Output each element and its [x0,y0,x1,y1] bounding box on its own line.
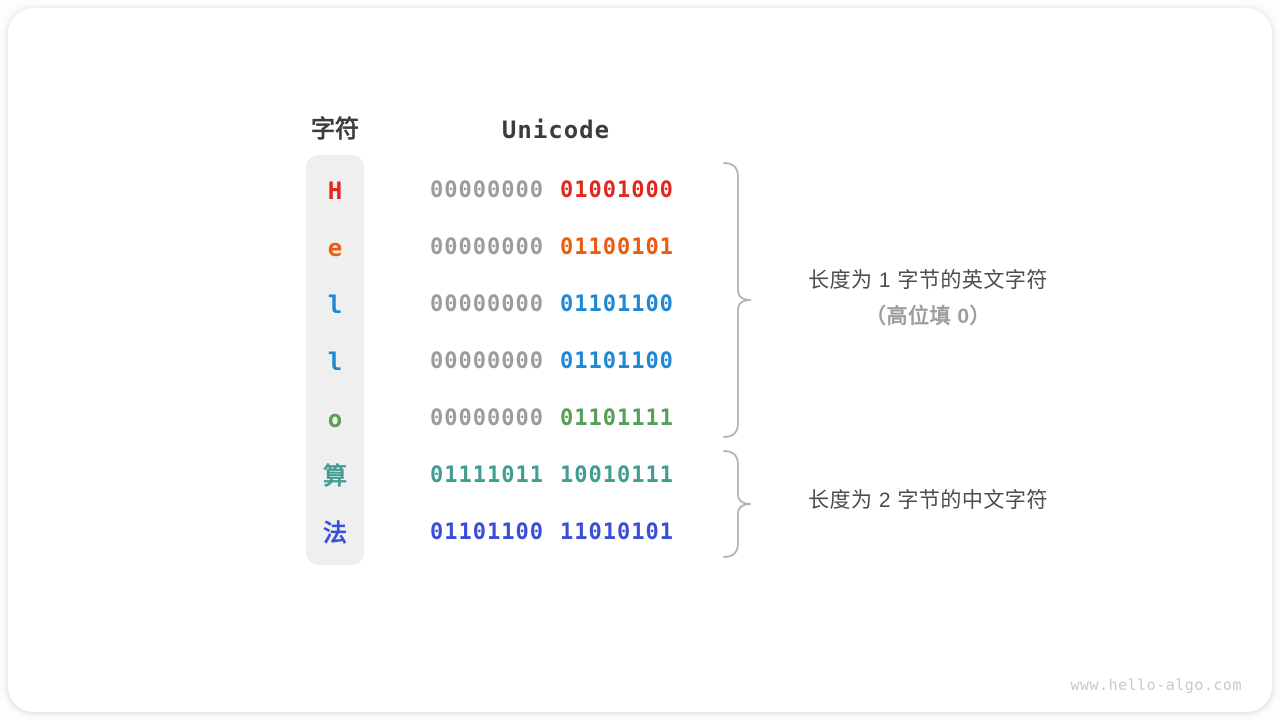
character-column-strip [306,155,364,565]
byte-low: 01001000 [559,178,674,203]
byte-low: 01101100 [559,292,674,317]
character-cell: o [327,405,343,433]
character-cell: H [327,177,343,205]
byte-low: 01100101 [559,235,674,260]
annotation-line: 长度为 2 字节的中文字符 [808,489,1048,512]
byte-high: 00000000 [430,349,544,374]
byte-low: 01101100 [559,349,674,374]
table-row: l 00000000 01101100 [0,290,1280,320]
byte-high: 00000000 [430,406,544,431]
byte-high: 01101100 [430,520,544,545]
character-cell: 算 [323,462,347,490]
byte-low: 11010101 [559,520,674,545]
table-row: o 00000000 01101111 [0,404,1280,434]
table-row: H 00000000 01001000 [0,176,1280,206]
byte-high: 00000000 [430,235,544,260]
diagram-card [8,8,1272,712]
byte-high: 00000000 [430,292,544,317]
table-row: l 00000000 01101100 [0,347,1280,377]
annotation-chinese-group: 长度为 2 字节的中文字符 [758,486,1098,515]
character-cell: l [327,291,343,319]
column-header-character: 字符 [311,116,359,143]
watermark-url: www.hello-algo.com [1070,676,1242,694]
byte-low: 01101111 [559,406,674,431]
table-row: 法 01101100 11010101 [0,518,1280,548]
annotation-line-secondary: （高位填 0） [864,305,991,328]
character-cell: 法 [323,519,347,547]
byte-high: 00000000 [430,178,544,203]
annotation-english-group: 长度为 1 字节的英文字符 （高位填 0） [758,266,1098,331]
byte-low: 10010111 [559,463,674,488]
character-cell: e [327,234,343,262]
byte-high: 01111011 [430,463,544,488]
annotation-line: 长度为 1 字节的英文字符 [808,269,1048,292]
character-cell: l [327,348,343,376]
table-row: e 00000000 01100101 [0,233,1280,263]
table-row: 算 01111011 10010111 [0,461,1280,491]
column-header-unicode: Unicode [501,116,611,144]
